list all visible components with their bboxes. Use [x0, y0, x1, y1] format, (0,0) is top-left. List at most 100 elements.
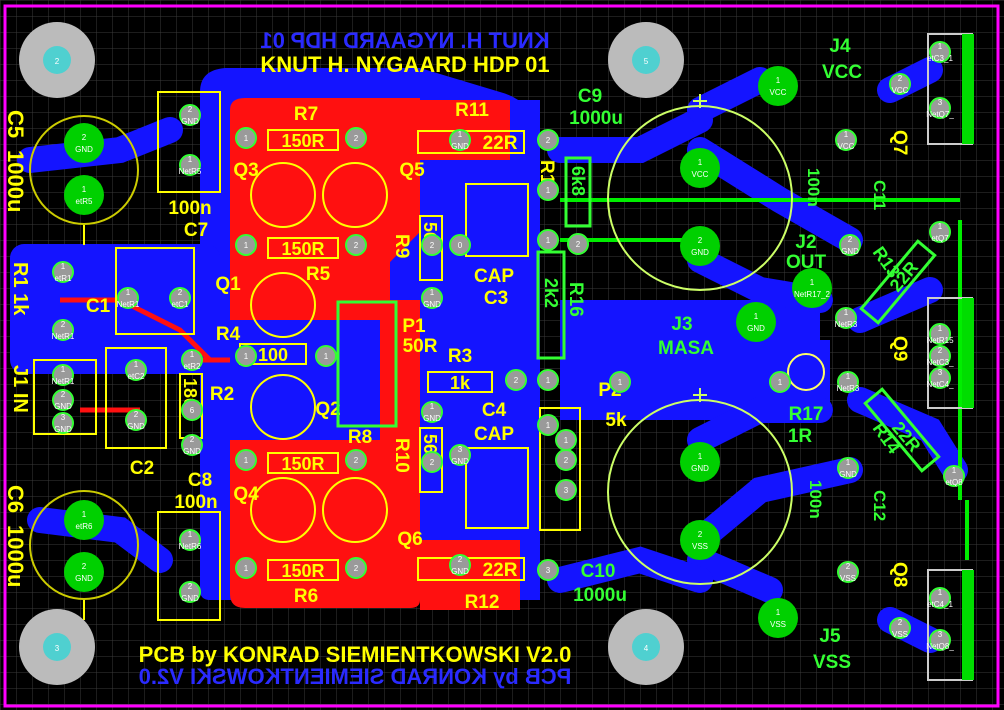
- c11-label: C11: [870, 180, 889, 210]
- r10-label: R10: [391, 438, 412, 473]
- pad-number: 6: [190, 406, 195, 415]
- pad-number: 2: [134, 410, 139, 419]
- q7-label: Q7: [889, 130, 910, 155]
- pad-number: 1: [938, 588, 943, 597]
- j2-value: OUT: [786, 252, 827, 273]
- pad-net-label: NetR17_2: [794, 290, 831, 299]
- transistor-q9-tab: [962, 298, 974, 408]
- board-title-mirror: KNUT H. NYGAARD HDP 01: [260, 28, 549, 53]
- pad-number: 1: [430, 402, 435, 411]
- r5-label: R5: [306, 264, 331, 285]
- r3-label: R3: [448, 346, 472, 367]
- transistor-q8-tab: [962, 570, 974, 680]
- resistor-r5: 150R: [267, 237, 339, 259]
- power-traces: [560, 198, 969, 560]
- pad-number: 2: [188, 105, 193, 114]
- pad-net-label: VSS: [770, 620, 786, 629]
- pad-number: 3: [938, 630, 943, 639]
- pad-net-label: VCC: [838, 142, 855, 151]
- resistor-r3: 1k: [427, 371, 493, 393]
- pad-grey: 1: [235, 127, 257, 149]
- j4-label: J4: [829, 36, 851, 57]
- pad-net-label: GND: [451, 567, 469, 576]
- pad-number: 1: [698, 158, 703, 167]
- pad-net-label: GND: [423, 300, 441, 309]
- trimmer-p1: [336, 300, 398, 428]
- pad-net-label: VCC: [770, 88, 787, 97]
- r4-value: 100: [258, 345, 288, 365]
- pad-grey: 2: [345, 234, 367, 256]
- pad-grey: 2: [505, 369, 527, 391]
- pad-number: 3: [938, 368, 943, 377]
- pad-number: 2: [514, 376, 519, 385]
- pad-number: 1: [458, 130, 463, 139]
- q6-label: Q6: [397, 529, 422, 550]
- pad-number: 2: [698, 236, 703, 245]
- c8-value: 100n: [174, 492, 217, 513]
- p1-label: P1: [402, 316, 426, 337]
- pad-grey: 1: [537, 369, 559, 391]
- pad-number: 1: [244, 241, 249, 250]
- capacitor-c8: [157, 511, 221, 621]
- pad-number: 3: [61, 413, 66, 422]
- pad-net-label: GND: [451, 142, 469, 151]
- pad-number: 3: [564, 486, 569, 495]
- c8-label: C8: [188, 470, 212, 491]
- pad-net-label: GND: [451, 457, 469, 466]
- pad-net-label: etC2: [128, 372, 145, 381]
- pad-number: 1: [846, 372, 851, 381]
- pad-grey: 3: [537, 559, 559, 581]
- c9-value: 1000u: [569, 108, 623, 129]
- mounting-hole-br: 4: [608, 609, 684, 685]
- pad-number: 2: [430, 241, 435, 250]
- r8-value: 150R: [281, 454, 324, 474]
- capacitor-c3: [465, 183, 529, 257]
- capacitor-c7: [157, 91, 221, 193]
- r2-label: R2: [210, 384, 234, 405]
- r4-label: R4: [216, 324, 241, 345]
- pad-grey: 1: [769, 371, 791, 393]
- pad-number: 3: [458, 445, 463, 454]
- r17-label: R17: [789, 404, 824, 425]
- resistor-r15: [564, 156, 592, 228]
- pad-net-label: GND: [183, 447, 201, 456]
- r11-label: R11: [455, 100, 489, 121]
- pad-net-label: GND: [423, 414, 441, 423]
- mounting-hole-tl: 2: [19, 22, 95, 98]
- pad-number: 2: [61, 390, 66, 399]
- r7-label: R7: [294, 104, 318, 125]
- pad-grey: 1: [235, 449, 257, 471]
- q3-label: Q3: [233, 160, 258, 181]
- mounting-hole-tr: 5: [608, 22, 684, 98]
- j5-value: VSS: [813, 652, 851, 673]
- capacitor-c10: [607, 388, 793, 585]
- c12-label: C12: [870, 490, 889, 521]
- q2-label: Q2: [315, 399, 340, 420]
- pad-number: 1: [778, 378, 783, 387]
- c5-label: C5: [3, 110, 28, 138]
- resistor-r6: 150R: [267, 559, 339, 581]
- capacitor-c5: [29, 115, 139, 245]
- pad-net-label: GND: [691, 464, 709, 473]
- pad-number: 1: [82, 510, 87, 519]
- resistor-r16: [536, 250, 566, 360]
- pad-net-label: GND: [127, 422, 145, 431]
- pad-number: 1: [844, 308, 849, 317]
- pad-number: 2: [848, 235, 853, 244]
